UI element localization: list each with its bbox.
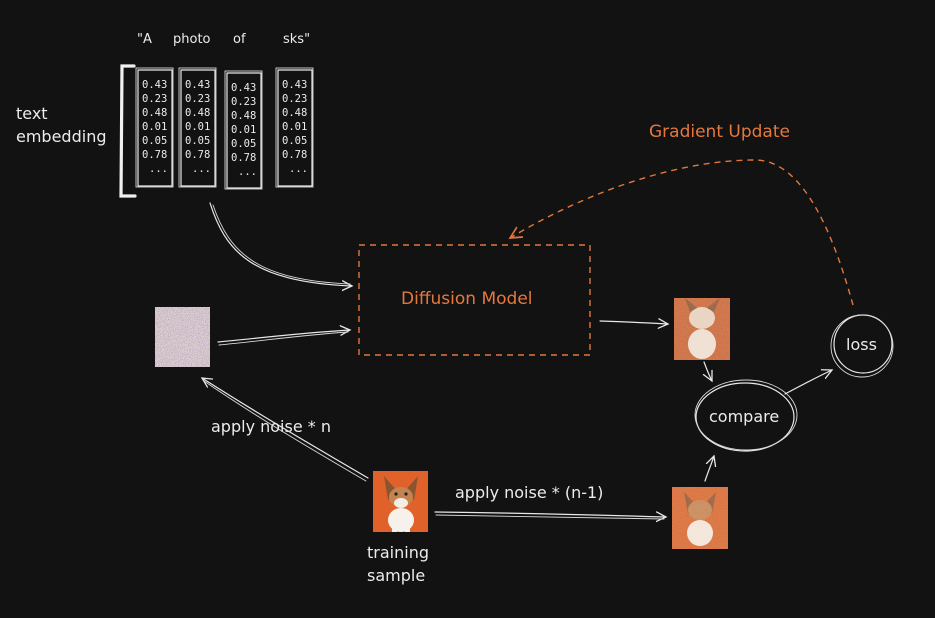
embedding-value: 0.78	[185, 149, 210, 161]
text-embedding-label: text embedding	[16, 104, 106, 146]
embedding-value: ...	[238, 166, 257, 178]
embedding-value: 0.23	[142, 93, 167, 105]
embedding-value: ...	[192, 163, 211, 175]
embedding-value: 0.01	[231, 124, 256, 136]
compare-label: compare	[709, 407, 779, 426]
prompt-token: sks"	[283, 32, 310, 47]
apply-noise-n-label: apply noise * n	[211, 417, 331, 436]
embedding-value: 0.43	[282, 79, 307, 91]
embedding-column: 0.43 0.23 0.48 0.01 0.05 0.78 ...	[275, 67, 314, 188]
embedding-value: 0.05	[185, 135, 210, 147]
embedding-matrix: 0.43 0.23 0.48 0.01 0.05 0.78 ... 0.43 0…	[135, 67, 314, 190]
embedding-column: 0.43 0.23 0.48 0.01 0.05 0.78 ...	[178, 67, 217, 188]
embedding-value: 0.48	[282, 107, 307, 119]
embedding-value: 0.48	[142, 107, 167, 119]
embedding-value: 0.78	[231, 152, 256, 164]
compare-node: compare	[694, 379, 798, 452]
prompt-token: "A	[137, 32, 152, 47]
arrow-model-to-prediction	[599, 321, 668, 324]
embedding-value: 0.01	[185, 121, 210, 133]
training-sample-image	[373, 471, 428, 532]
text-embedding-label-line: text	[16, 104, 48, 123]
predicted-noisy-image	[674, 298, 730, 360]
arrow-compare-to-loss	[784, 370, 832, 395]
embedding-value: 0.78	[282, 149, 307, 161]
arrow-sample-to-noisy-target	[434, 512, 666, 519]
embedding-value: 0.43	[231, 82, 256, 94]
embedding-value: 0.05	[142, 135, 167, 147]
prompt-token: photo	[173, 32, 211, 47]
apply-noise-n1-label: apply noise * (n-1)	[455, 483, 603, 502]
embedding-column: 0.43 0.23 0.48 0.01 0.05 0.78 ...	[135, 67, 174, 188]
diffusion-model-label: Diffusion Model	[401, 289, 533, 309]
embedding-value: 0.23	[282, 93, 307, 105]
embedding-value: 0.01	[142, 121, 167, 133]
prompt-token: of	[233, 32, 246, 47]
embedding-value: 0.48	[231, 110, 256, 122]
arrow-sample-to-noise	[202, 378, 369, 482]
loss-label: loss	[846, 335, 877, 354]
embedding-value: 0.78	[142, 149, 167, 161]
arrow-prediction-to-compare	[704, 361, 712, 381]
embedding-value: 0.48	[185, 107, 210, 119]
training-sample-label: sample	[367, 566, 425, 585]
training-sample-label: training	[367, 543, 429, 562]
embedding-value: 0.01	[282, 121, 307, 133]
embedding-value: 0.05	[282, 135, 307, 147]
prompt-tokens: "A photo of sks"	[137, 32, 310, 47]
embedding-value: 0.23	[185, 93, 210, 105]
loss-node: loss	[830, 314, 894, 378]
noisy-target-image	[672, 487, 728, 549]
gradient-update-label: Gradient Update	[649, 122, 790, 142]
embedding-value: 0.43	[142, 79, 167, 91]
gradient-update-arrow	[510, 159, 854, 306]
embedding-value: ...	[149, 163, 168, 175]
embedding-value: ...	[289, 163, 308, 175]
embedding-bracket	[119, 64, 137, 198]
embedding-value: 0.43	[185, 79, 210, 91]
embedding-value: 0.23	[231, 96, 256, 108]
arrow-embedding-to-model	[209, 202, 352, 286]
text-embedding-label-line: embedding	[16, 127, 106, 146]
embedding-value: 0.05	[231, 138, 256, 150]
diffusion-model-box	[358, 244, 591, 356]
arrow-noise-to-model	[217, 330, 350, 346]
embedding-column: 0.43 0.23 0.48 0.01 0.05 0.78 ...	[224, 70, 263, 190]
arrow-target-to-compare	[704, 456, 714, 482]
noise-image	[155, 307, 210, 367]
